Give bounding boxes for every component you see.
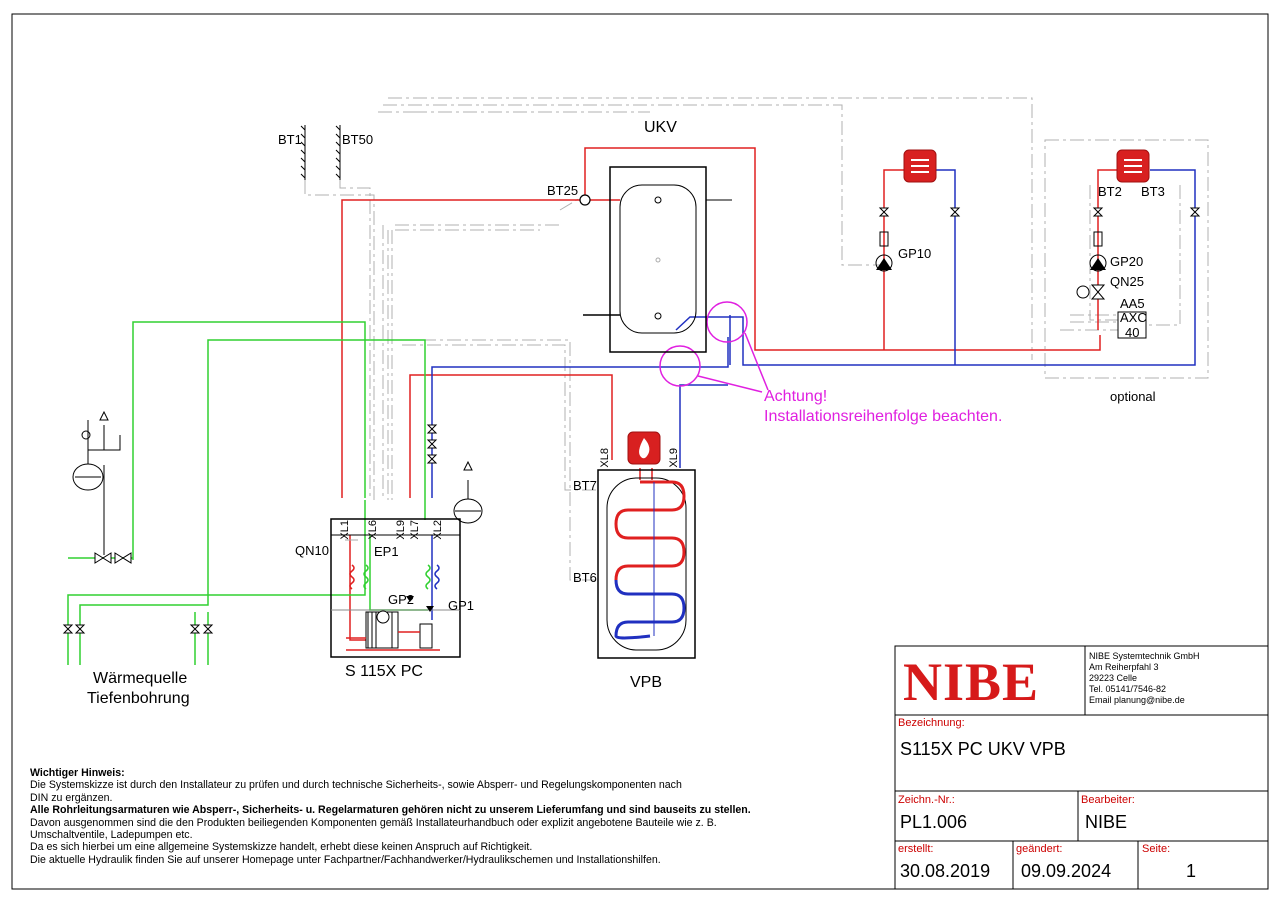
notes-line: Die Systemskizze ist durch den Installat…	[30, 779, 682, 792]
bt6-label: BT6	[573, 570, 597, 585]
company-line: Am Reiherpfahl 3	[1089, 662, 1159, 672]
attention-markers	[659, 301, 769, 393]
bezeichnung-value: S115X PC UKV VPB	[900, 739, 1066, 759]
expansion-vessels	[72, 450, 483, 524]
sensor-cables	[304, 97, 1181, 581]
bearbeiter-label: Bearbeiter:	[1081, 794, 1135, 806]
xl8-label: XL8	[599, 448, 611, 468]
heat-pump-unit	[330, 518, 461, 658]
xl1-label: XL1	[339, 520, 351, 540]
company-address: NIBE Systemtechnik GmbH Am Reiherpfahl 3…	[1089, 651, 1200, 706]
bt50-label: BT50	[342, 132, 374, 147]
notes-title: Wichtiger Hinweis:	[30, 767, 125, 779]
qn25-label: QN25	[1110, 274, 1144, 289]
gp20-label: GP20	[1110, 254, 1144, 269]
axc-label: AXC	[1120, 310, 1147, 325]
drawing-frame	[11, 13, 1269, 890]
ukv-tank	[579, 166, 732, 353]
mixing-valve-qn25	[1076, 284, 1106, 300]
zeichnr-value: PL1.006	[900, 812, 968, 832]
geaendert-label: geändert:	[1016, 843, 1063, 855]
supply-lines	[341, 147, 1118, 641]
axc-module	[1117, 311, 1147, 339]
radiator-1	[903, 149, 937, 183]
bt7-label: BT7	[573, 478, 597, 493]
optional-label: optional	[1110, 389, 1156, 404]
zeichnr-label: Zeichn.-Nr.:	[898, 794, 955, 806]
safety-assembly	[81, 410, 473, 555]
vpb-tank	[597, 431, 696, 659]
company-line: Email planung@nibe.de	[1089, 695, 1185, 705]
xl7-label: XL7	[409, 520, 421, 540]
geaendert-value: 09.09.2024	[1021, 861, 1112, 881]
notes-line: Da es sich hierbei um eine allgemeine Sy…	[30, 841, 533, 854]
check-valves	[879, 231, 1103, 247]
bt2-label: BT2	[1098, 184, 1122, 199]
valves	[62, 207, 1201, 634]
seite-label: Seite:	[1142, 843, 1171, 855]
erstellt-label: erstellt:	[898, 843, 934, 855]
xl6-label: XL6	[367, 520, 379, 540]
bt25-label: BT25	[547, 183, 579, 198]
xl9-label: XL9	[668, 448, 680, 468]
vpb-label: VPB	[630, 674, 663, 691]
company-line: Tel. 05141/7546-82	[1089, 684, 1167, 694]
bezeichnung-label: Bezeichnung:	[898, 717, 965, 729]
notes-line-bold: Alle Rohrleitungsarmaturen wie Absperr-,…	[30, 804, 751, 817]
qn10-label: QN10	[295, 543, 329, 558]
gp2-label: GP2	[388, 592, 415, 607]
pumps	[875, 254, 1107, 272]
achtung-text: Installationsreihenfolge beachten.	[764, 408, 1003, 425]
aa5-label: AA5	[1120, 296, 1145, 311]
bt3-label: BT3	[1141, 184, 1165, 199]
unit-label: S 115X PC	[345, 663, 423, 680]
radiator-2	[1116, 149, 1150, 183]
ukv-label: UKV	[644, 119, 677, 136]
notes-line: DIN zu ergänzen.	[30, 791, 113, 804]
notes-line: Umschaltventile, Ladepumpen etc.	[30, 829, 193, 842]
notes-line: Die aktuelle Hydraulik finden Sie auf un…	[30, 853, 661, 866]
achtung-title: Achtung!	[764, 388, 828, 405]
important-notes: Wichtiger Hinweis: Die Systemskizze ist …	[30, 767, 880, 866]
ep1-label: EP1	[374, 544, 399, 559]
company-line: NIBE Systemtechnik GmbH	[1089, 651, 1200, 661]
gp1-label: GP1	[448, 598, 475, 613]
xl9b-label: XL9	[395, 520, 407, 540]
gp10-label: GP10	[898, 246, 932, 261]
bearbeiter-value: NIBE	[1085, 812, 1128, 832]
source-label-2: Tiefenbohrung	[87, 690, 190, 707]
erstellt-value: 30.08.2019	[900, 861, 991, 881]
bt1-label: BT1	[278, 132, 302, 147]
axc-40-label: 40	[1125, 325, 1140, 340]
optional-box	[1044, 139, 1209, 379]
xl2-label: XL2	[432, 520, 444, 540]
seite-value: 1	[1186, 861, 1197, 881]
notes-line: Davon ausgenommen sind die den Produkten…	[30, 816, 717, 829]
company-line: 29223 Celle	[1089, 673, 1138, 683]
title-block-grid	[894, 645, 1269, 890]
outdoor-sensors	[300, 125, 341, 180]
source-label-1: Wärmequelle	[93, 670, 188, 687]
nibe-logo: NIBE	[903, 652, 1040, 712]
